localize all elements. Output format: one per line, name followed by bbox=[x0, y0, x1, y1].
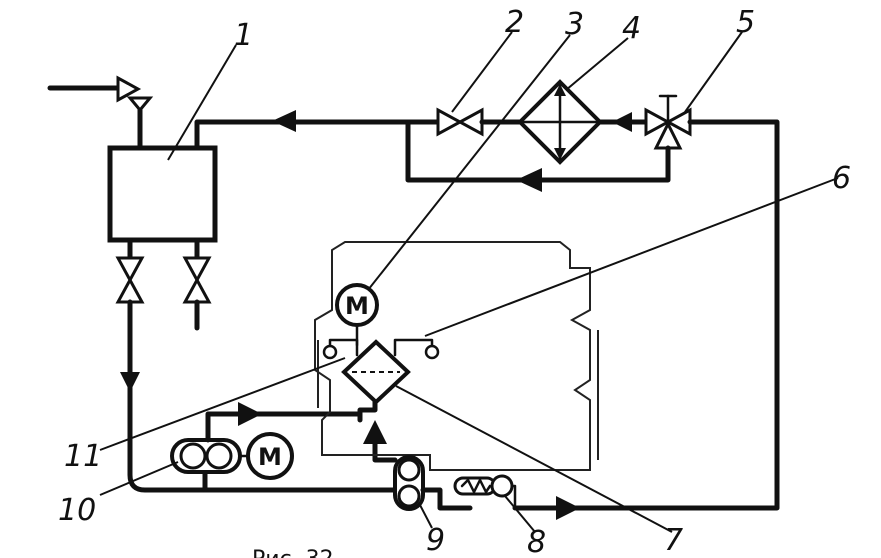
flow-arrow-up bbox=[363, 420, 387, 444]
figure-caption: Рис. 32. bbox=[252, 547, 341, 558]
motor-label-upper: M bbox=[345, 292, 369, 320]
flow-arrow-exchanger bbox=[612, 112, 632, 132]
right-return-pipe bbox=[512, 119, 780, 511]
flow-arrow-bottom-right bbox=[556, 496, 580, 520]
motor-label-lower: M bbox=[258, 443, 282, 471]
flow-arrow-top bbox=[272, 110, 296, 132]
label-8: 8 bbox=[527, 525, 546, 558]
label-7: 7 bbox=[664, 523, 683, 558]
valve bbox=[436, 107, 484, 137]
label-9: 9 bbox=[426, 523, 445, 558]
relief-valve bbox=[453, 474, 517, 510]
pump-with-motor: M bbox=[170, 432, 294, 480]
flow-arrow-mid bbox=[238, 402, 262, 426]
label-6: 6 bbox=[832, 161, 851, 196]
label-4: 4 bbox=[622, 11, 641, 46]
filter bbox=[322, 338, 440, 405]
left-supply-pipe bbox=[127, 299, 398, 493]
label-5: 5 bbox=[736, 5, 755, 40]
three-way-valve bbox=[644, 94, 692, 150]
label-11: 11 bbox=[64, 439, 102, 474]
leader-lines bbox=[99, 31, 839, 533]
heat-exchanger bbox=[517, 79, 603, 165]
flow-arrow-left bbox=[120, 372, 140, 392]
inlet-line bbox=[47, 75, 154, 151]
drain-valve-right bbox=[182, 237, 212, 331]
oil-pump bbox=[393, 455, 425, 511]
label-3: 3 bbox=[565, 7, 584, 42]
motor: M bbox=[335, 283, 379, 347]
label-10: 10 bbox=[58, 493, 96, 528]
label-2: 2 bbox=[505, 5, 524, 40]
callout-labels: 1 2 3 4 5 6 7 8 9 10 11 bbox=[58, 5, 851, 558]
label-1: 1 bbox=[234, 18, 253, 53]
pump-motor bbox=[246, 432, 294, 480]
tank bbox=[107, 145, 218, 243]
engine-outline bbox=[314, 241, 591, 471]
top-return-pipe bbox=[194, 119, 441, 151]
flow-arrow-bypass bbox=[516, 168, 542, 192]
drain-valve-left bbox=[115, 237, 145, 304]
